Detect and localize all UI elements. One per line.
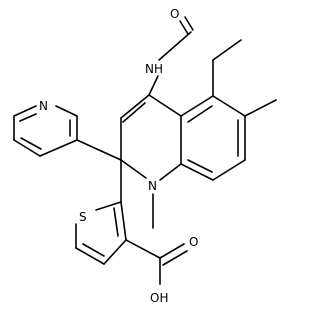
- pyridine-nitrogen-label: N: [39, 99, 48, 113]
- bond-th-c3-c2: [120, 201, 127, 241]
- bond-c4-c3: [120, 94, 150, 119]
- bond-c8-c8a: [180, 163, 214, 181]
- bond-c7-c8: [212, 159, 246, 181]
- bond-th-c5-c4-inner: [82, 243, 105, 257]
- acid-oxygen-label: O: [189, 235, 198, 249]
- bond-py-3: [13, 105, 37, 117]
- bond-py-5-inner: [20, 137, 42, 150]
- bond-th-cooh: [125, 239, 161, 259]
- thiophene-ring: [75, 159, 127, 265]
- ring-nitrogen-label: N: [148, 179, 157, 193]
- bond-cooh-o-1: [159, 243, 185, 259]
- molecule-drawing: O NH N N S OH O: [13, 7, 277, 305]
- pyridine-ring: [13, 105, 122, 161]
- bond-n1-c8a: [159, 163, 182, 181]
- bond-cooh-o-2: [162, 250, 188, 266]
- alkyl-substituents: [152, 39, 277, 229]
- bond-py-2: [55, 105, 78, 117]
- bond-py-5: [13, 139, 41, 157]
- carboxylic-acid-group: [125, 239, 188, 285]
- formamide-group: [148, 16, 194, 96]
- bond-c4a-c5-inner: [187, 105, 213, 123]
- bond-co-1: [184, 16, 194, 31]
- amide-nitrogen-label: NH: [145, 62, 163, 76]
- bond-c5-c6: [212, 95, 246, 117]
- thiophene-sulfur-label: S: [79, 210, 87, 224]
- bond-th-c4-c3: [103, 239, 127, 265]
- bond-c8-c8a-inner: [187, 159, 213, 173]
- bond-n-c4: [148, 75, 159, 96]
- bond-th-c3-c2-inner: [113, 207, 119, 237]
- bond-py-6: [39, 139, 78, 157]
- bond-co-2: [179, 20, 189, 35]
- formyl-oxygen-label: O: [170, 7, 179, 21]
- bond-th-c2-s: [95, 201, 122, 211]
- acid-hydroxyl-label: OH: [150, 291, 168, 305]
- bond-c6-methyl: [244, 99, 277, 117]
- bond-py-3-inner: [19, 113, 37, 122]
- bond-c4-c4a: [148, 94, 182, 117]
- dihydroquinoline-ring: [120, 94, 246, 181]
- bond-th-c5-c4: [75, 247, 105, 265]
- bond-ethyl-ch3: [212, 39, 242, 61]
- bond-c2-py: [76, 139, 122, 161]
- bond-c4-c3-inner: [122, 102, 146, 123]
- bond-c-n: [158, 31, 192, 61]
- structure-canvas: O NH N N S OH O: [13, 7, 277, 305]
- bond-c2-n1: [120, 159, 147, 179]
- bond-c4a-c5: [180, 95, 214, 117]
